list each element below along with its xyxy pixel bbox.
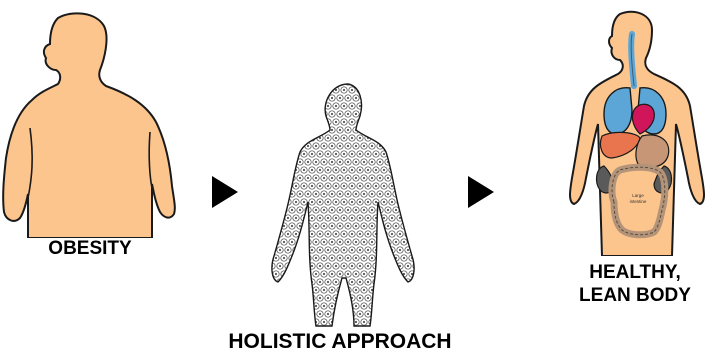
obesity-label: OBESITY [10, 238, 170, 261]
healthy-label-line1: HEALTHY, [560, 262, 710, 285]
healthy-label-line2: LEAN BODY [560, 285, 710, 308]
cell-body-figure [262, 78, 422, 328]
organ-label-line1: Large [632, 193, 644, 198]
lean-body-figure: Large intestine [560, 6, 710, 256]
obese-figure [0, 8, 185, 238]
right-triangle-icon [212, 176, 238, 208]
stomach [636, 135, 669, 167]
healthy-lean-body-label: HEALTHY, LEAN BODY [560, 262, 710, 308]
organ-label-line2: intestine [630, 199, 647, 204]
right-triangle-icon [468, 176, 494, 208]
lean-body-silhouette [570, 12, 704, 256]
holistic-approach-label: HOLISTIC APPROACH [195, 329, 485, 354]
obese-body-silhouette [3, 13, 175, 238]
